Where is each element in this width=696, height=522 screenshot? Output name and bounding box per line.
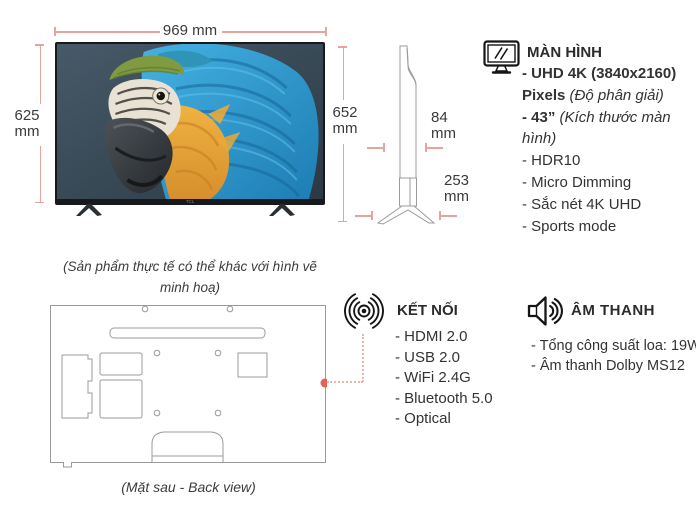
dimension-value: 625 xyxy=(14,107,40,124)
connector-dot xyxy=(320,378,327,388)
spec-item: - Micro Dimming xyxy=(522,173,632,191)
speaker-icon xyxy=(527,296,563,326)
caption-disclaimer: (Sản phẩm thực tế có thể khác với hình v… xyxy=(63,259,317,295)
tv-front-view: TCL xyxy=(55,42,325,205)
dimension-value: 84 xyxy=(431,109,448,126)
connector-dotted-line xyxy=(362,334,364,382)
signal-icon xyxy=(344,293,384,329)
connectivity-spec-list: - HDMI 2.0 - USB 2.0 - WiFi 2.4G - Bluet… xyxy=(395,327,525,430)
dimension-line xyxy=(355,215,371,217)
dimension-tick xyxy=(338,220,347,222)
connector-dotted-line xyxy=(327,381,363,383)
tv-back-view-drawing xyxy=(50,305,327,468)
spec-note: (Kích thước màn hình) xyxy=(522,108,671,148)
dimension-unit: mm xyxy=(431,125,456,142)
dimension-height-total-label: 652 mm xyxy=(328,105,362,137)
tv-foot-right xyxy=(269,204,295,216)
dimension-line xyxy=(342,47,344,100)
dimension-line xyxy=(56,31,160,33)
spec-item: - USB 2.0 xyxy=(395,348,461,366)
spec-value: - 43” xyxy=(522,108,556,126)
audio-section-title: ÂM THANH xyxy=(571,302,655,319)
screen-section-title: MÀN HÌNH xyxy=(527,44,602,61)
dimension-tick xyxy=(383,142,385,152)
spec-item: - Optical xyxy=(395,410,451,428)
audio-spec-list: - Tổng công suất loa: 19W - Âm thanh Dol… xyxy=(531,336,696,376)
screen-spec-list: - UHD 4K (3840x2160) Pixels (Độ phân giả… xyxy=(522,63,696,237)
dimension-line xyxy=(39,45,41,104)
dimension-unit: mm xyxy=(332,120,358,137)
dimension-tick xyxy=(425,142,427,152)
dimension-tick xyxy=(35,44,44,46)
dimension-depth-label: 84 mm xyxy=(431,110,456,142)
connectivity-section-title: KẾT NỐI xyxy=(397,302,458,319)
dimension-unit: mm xyxy=(444,188,469,205)
dimension-height-panel-label: 625 mm xyxy=(9,108,45,140)
spec-item: - WiFi 2.4G xyxy=(395,369,471,387)
dimension-unit: mm xyxy=(14,123,40,140)
spec-item: - Âm thanh Dolby MS12 xyxy=(531,358,685,374)
spec-item: - Tổng công suất loa: 19W xyxy=(531,338,696,354)
dimension-tick xyxy=(35,201,44,203)
dimension-tick xyxy=(338,46,347,48)
dimension-width-label: 969 mm xyxy=(162,22,218,39)
dimension-tick xyxy=(371,210,373,220)
dimension-line xyxy=(440,215,457,217)
dimension-stand-depth-label: 253 mm xyxy=(444,173,469,205)
spec-item-resolution: - UHD 4K (3840x2160) Pixels (Độ phân giả… xyxy=(522,63,696,107)
spec-item: - Sắc nét 4K UHD xyxy=(522,195,642,213)
parrot-illustration xyxy=(57,44,323,199)
dimension-tick xyxy=(439,210,441,220)
spec-item: - Sports mode xyxy=(522,217,617,235)
dimension-tick xyxy=(54,27,56,36)
tv-foot-left xyxy=(76,204,102,216)
dimension-line xyxy=(426,147,443,149)
tv-screen-image xyxy=(57,44,323,199)
dimension-line xyxy=(342,144,344,221)
spec-value: - UHD 4K (3840x2160) Pixels xyxy=(522,65,677,104)
spec-item: - Bluetooth 5.0 xyxy=(395,389,493,407)
spec-note: (Độ phân giải) xyxy=(569,86,664,104)
dimension-line xyxy=(39,146,41,202)
caption-back-view: (Mặt sau - Back view) xyxy=(121,479,256,495)
spec-item-size: - 43” (Kích thước màn hình) xyxy=(522,107,696,151)
dimension-value: 253 xyxy=(444,172,470,189)
dimension-tick xyxy=(325,27,327,36)
monitor-icon xyxy=(483,40,520,74)
dimension-line xyxy=(367,147,383,149)
tv-side-view-drawing xyxy=(376,45,436,225)
spec-item: - HDR10 xyxy=(522,152,581,170)
spec-item: - HDMI 2.0 xyxy=(395,328,468,345)
dimension-value: 652 xyxy=(332,104,358,121)
brand-logo: TCL xyxy=(185,199,195,205)
dimension-line xyxy=(222,31,325,33)
